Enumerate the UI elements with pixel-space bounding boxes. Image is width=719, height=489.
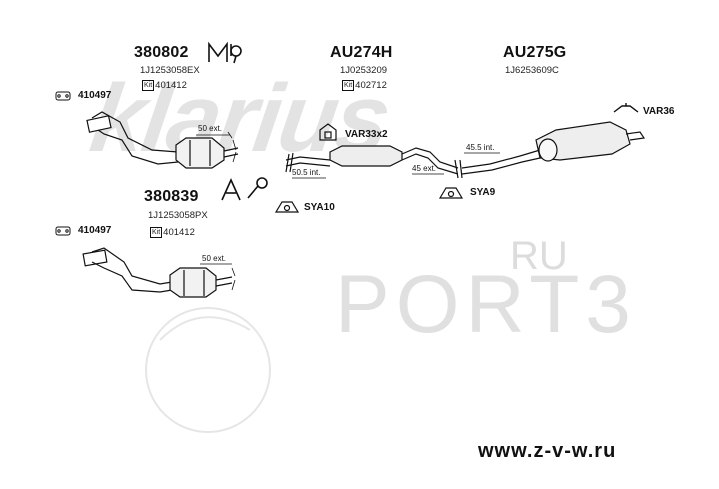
mount-label-sya9: SYA9	[470, 187, 496, 198]
clamp-icon	[319, 123, 337, 141]
watermark-ru: RU	[510, 234, 568, 278]
kit-icon: Kit	[142, 80, 155, 91]
rubber-mount-icon	[274, 201, 300, 213]
part-number-380839: 380839	[144, 188, 199, 205]
dim-line-d1	[196, 131, 237, 163]
gasket-icon	[55, 226, 71, 236]
dimension-label: 45 ext.	[412, 164, 437, 173]
downpipe-catalyst-top	[86, 111, 239, 169]
kit-icon: Kit	[150, 227, 163, 238]
mount-label-sya10: SYA10	[304, 202, 335, 213]
clamp-label: VAR33x2	[345, 129, 388, 140]
oem-number: 1J1253058EX	[140, 65, 200, 76]
part-number-au275g: AU275G	[503, 44, 567, 61]
hanger-label: VAR36	[643, 106, 675, 117]
part-number-au274h: AU274H	[330, 44, 393, 61]
gasket-label-top: 410497	[78, 90, 112, 101]
downpipe-catalyst-bottom	[82, 247, 233, 298]
middle-silencer	[285, 145, 459, 175]
dimension-label: 50.5 int.	[292, 168, 321, 177]
hanger-icon	[613, 103, 639, 113]
a-hanger-icon	[221, 177, 268, 201]
dim-line-d5	[200, 263, 236, 291]
website-url: www.z-v-w.ru	[478, 440, 617, 462]
watermark-logo-ring	[145, 307, 271, 433]
gasket-icon	[55, 91, 71, 101]
dimension-label: 45.5 int.	[466, 143, 495, 152]
oem-number: 1J0253209	[340, 65, 388, 76]
watermark-port: PORT3	[335, 259, 637, 350]
oem-number: 1J6253609C	[505, 65, 559, 76]
m-hanger-icon	[208, 41, 242, 64]
dimension-label: 50 ext.	[202, 254, 227, 263]
rear-silencer	[454, 121, 646, 179]
dimension-label: 50 ext.	[198, 124, 223, 133]
part-number-380802: 380802	[134, 44, 189, 61]
oem-number: 1J1253058PX	[148, 210, 208, 221]
dim-lines-rear	[412, 152, 500, 175]
kit-icon: Kit	[342, 80, 355, 91]
rubber-mount-icon	[438, 187, 464, 199]
gasket-label-bottom: 410497	[78, 225, 112, 236]
